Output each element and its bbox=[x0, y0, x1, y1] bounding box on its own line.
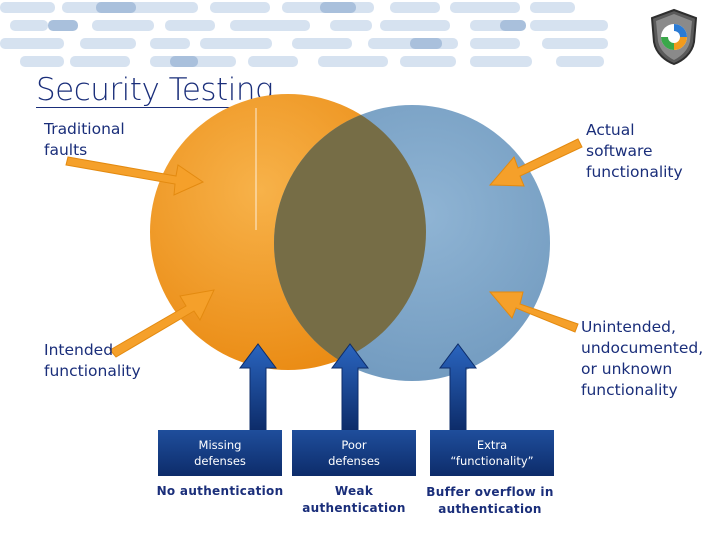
arrow-actual-functionality bbox=[488, 138, 583, 187]
overlap-region bbox=[274, 105, 426, 370]
label-traditional-faults: Traditional faults bbox=[44, 120, 125, 159]
arrow-poor-defenses bbox=[331, 343, 369, 431]
sublabel-no-authentication: No authentication bbox=[156, 484, 284, 498]
arrow-extra-functionality bbox=[439, 343, 477, 431]
box-poor-defenses: Poor defenses bbox=[292, 430, 416, 476]
label-unintended-functionality: Unintended, undocumented, or unknown fun… bbox=[581, 318, 704, 399]
arrow-intended-functionality bbox=[109, 289, 215, 358]
title-underline bbox=[36, 107, 268, 108]
box-label: Extra “functionality” bbox=[450, 438, 534, 468]
label-intended-functionality: Intended functionality bbox=[44, 341, 141, 380]
shield-logo-icon bbox=[650, 8, 698, 66]
sublabel-buffer-overflow: Buffer overflow in authentication bbox=[426, 485, 554, 516]
label-actual-functionality: Actual software functionality bbox=[586, 121, 683, 181]
box-label: Missing defenses bbox=[194, 438, 246, 468]
header-tile-band bbox=[0, 2, 608, 67]
box-missing-defenses: Missing defenses bbox=[158, 430, 282, 476]
arrow-missing-defenses bbox=[239, 343, 277, 431]
arrow-unintended-functionality bbox=[488, 291, 579, 333]
box-extra-functionality: Extra “functionality” bbox=[430, 430, 554, 476]
page-title: Security Testing bbox=[36, 72, 274, 108]
sublabel-weak-authentication: Weak authentication bbox=[302, 484, 406, 515]
box-label: Poor defenses bbox=[328, 438, 380, 468]
arrow-traditional-faults bbox=[65, 156, 205, 196]
